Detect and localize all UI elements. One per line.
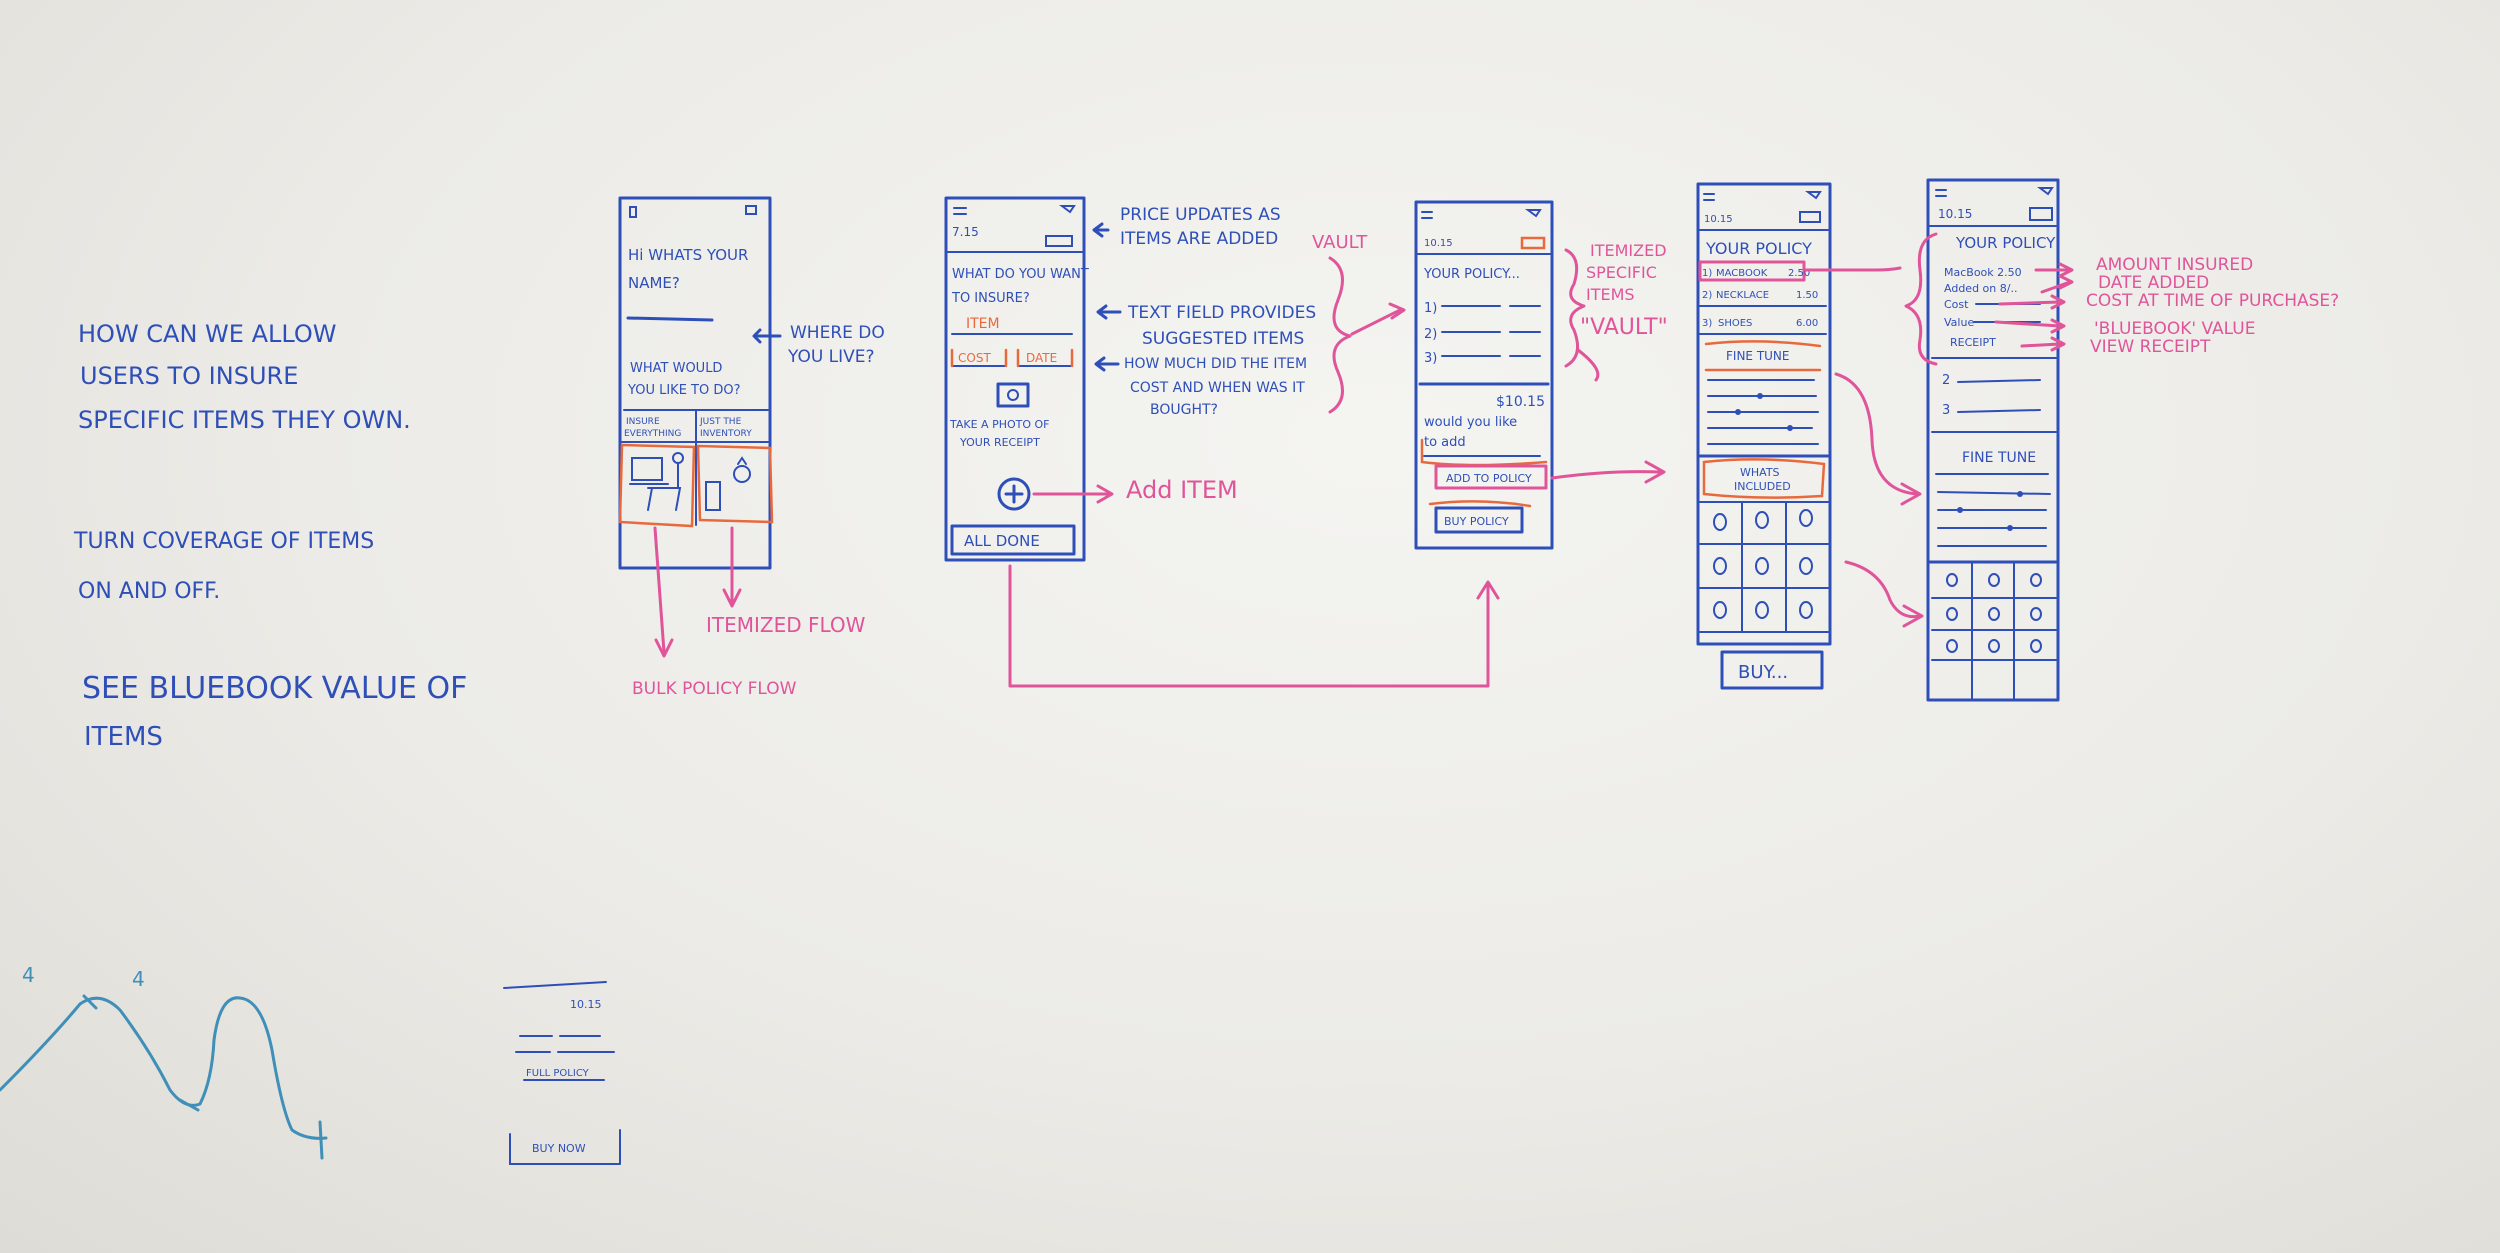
- handwritten-text: ITEMS: [1586, 285, 1635, 304]
- screen-4-sketch: 10.15 YOUR POLICY 1) MACBOOK 2.50 2) NEC…: [1696, 182, 1924, 690]
- handwritten-text: SPECIFIC: [1586, 263, 1657, 282]
- screen-1-sketch: Hi WHATS YOUR NAME? WHAT WOULD YOU LIKE …: [618, 196, 885, 699]
- handwritten-text: 2): [1702, 290, 1712, 301]
- screen4-buy-button: BUY...: [1738, 662, 1788, 683]
- handwritten-text: USERS TO INSURE: [80, 362, 298, 390]
- screen2-question: WHAT DO YOU WANT: [952, 267, 1089, 282]
- screen2-price: 7.15: [952, 225, 979, 239]
- screen3-price: 10.15: [1424, 238, 1453, 249]
- handwritten-text: NAME?: [628, 274, 680, 292]
- handwritten-text: SEE BLUEBOOK VALUE OF: [82, 671, 467, 706]
- annotation-price-updates: PRICE UPDATES AS: [1120, 205, 1281, 225]
- annotation-cost-at-purchase: COST AT TIME OF PURCHASE?: [2086, 291, 2339, 311]
- screen2-item-field: ITEM: [966, 316, 1000, 332]
- handwritten-text: 2.50: [1788, 268, 1810, 279]
- annotation-view-receipt: VIEW RECEIPT: [2090, 337, 2211, 357]
- mini-price: 10.15: [570, 998, 602, 1011]
- handwritten-text: 2): [1424, 327, 1437, 342]
- handwritten-text: 3): [1424, 351, 1437, 366]
- handwritten-text: 3): [1702, 318, 1712, 329]
- handwritten-text: to add: [1424, 435, 1466, 450]
- mini-full-policy: FULL POLICY: [526, 1068, 590, 1079]
- screen-5-sketch: 10.15 YOUR POLICY MacBook 2.50 Added on …: [1904, 178, 2339, 702]
- screen-2-sketch: 7.15 WHAT DO YOU WANT TO INSURE? ITEM CO…: [944, 196, 1500, 688]
- screen4-row-shoes: SHOES: [1718, 318, 1752, 329]
- annotation-amount-insured: AMOUNT INSURED: [2096, 255, 2253, 275]
- screen1-greeting: Hi WHATS YOUR: [628, 246, 748, 264]
- screen4-row-necklace: NECKLACE: [1716, 290, 1769, 301]
- handwritten-text: Cost: [1944, 298, 1969, 311]
- screen1-option-inventory: JUST THE: [699, 417, 742, 427]
- screen3-title: YOUR POLICY...: [1423, 267, 1520, 282]
- mini-buy-now: BUY NOW: [532, 1142, 586, 1155]
- handwritten-text: ITEMS: [84, 722, 163, 752]
- screen5-title: YOUR POLICY: [1955, 234, 2056, 252]
- screen2-all-done-button: ALL DONE: [964, 532, 1040, 550]
- screen4-price: 10.15: [1704, 214, 1733, 225]
- handwritten-text: SPECIFIC ITEMS THEY OWN.: [78, 406, 411, 434]
- mini-screen-sketch: 10.15 FULL POLICY BUY NOW: [503, 981, 621, 1165]
- handwritten-text: ON AND OFF.: [78, 579, 220, 604]
- annotation-where-do-you-live: WHERE DO: [790, 323, 885, 343]
- annotation-itemized-specific: ITEMIZED: [1590, 241, 1667, 260]
- handwritten-text: Added on 8/..: [1944, 282, 2017, 295]
- handwritten-text: INVENTORY: [700, 429, 752, 439]
- question-bluebook: SEE BLUEBOOK VALUE OF ITEMS: [82, 671, 467, 752]
- handwritten-text: 2: [1942, 373, 1950, 388]
- screen2-date-field: DATE: [1026, 351, 1057, 365]
- screen3-buy-policy-button: BUY POLICY: [1444, 515, 1509, 528]
- question-insure-items: HOW CAN WE ALLOW USERS TO INSURE SPECIFI…: [78, 320, 411, 434]
- label-add-item: Add ITEM: [1126, 476, 1238, 504]
- handwritten-text: COST AND WHEN WAS IT: [1130, 380, 1305, 396]
- handwritten-text: INCLUDED: [1734, 480, 1791, 493]
- annotation-bluebook-value: 'BLUEBOOK' VALUE: [2094, 319, 2255, 339]
- handwritten-text: 1): [1424, 301, 1437, 316]
- screen4-whats-included: WHATS: [1740, 466, 1780, 479]
- question-toggle-coverage: TURN COVERAGE OF ITEMS ON AND OFF.: [73, 529, 374, 604]
- handwritten-text: 3: [1942, 403, 1950, 418]
- wave-label-left: 4: [22, 963, 35, 987]
- handwritten-text: YOU LIVE?: [787, 347, 875, 367]
- screen5-fine-tune: FINE TUNE: [1962, 450, 2036, 466]
- screen4-fine-tune: FINE TUNE: [1726, 349, 1790, 363]
- screen4-title: YOUR POLICY: [1705, 239, 1812, 258]
- handwritten-text: 6.00: [1796, 318, 1818, 329]
- wave-label-right: 4: [132, 967, 145, 991]
- annotation-vault: "VAULT": [1580, 315, 1668, 340]
- handwritten-text: Value: [1944, 316, 1974, 329]
- annotation-text-field: TEXT FIELD PROVIDES: [1127, 303, 1316, 323]
- handwritten-text: 1): [1702, 268, 1712, 279]
- handwritten-text: EVERYTHING: [624, 429, 681, 439]
- handwritten-text: BOUGHT?: [1150, 402, 1218, 418]
- wave-sketch: 4 4: [0, 963, 328, 1160]
- handwritten-text: 1.50: [1796, 290, 1818, 301]
- handwritten-text: TURN COVERAGE OF ITEMS: [73, 529, 374, 554]
- screen3-total: $10.15: [1496, 394, 1545, 410]
- handwritten-text: YOUR RECEIPT: [959, 436, 1040, 449]
- screen3-question: would you like: [1424, 415, 1517, 430]
- screen5-detail-macbook: MacBook 2.50: [1944, 266, 2022, 279]
- label-itemized-flow: ITEMIZED FLOW: [706, 613, 866, 637]
- label-bulk-policy-flow: BULK POLICY FLOW: [632, 679, 797, 699]
- annotation-cost-date: HOW MUCH DID THE ITEM: [1124, 356, 1307, 372]
- screen1-option-insure-everything: INSURE: [626, 417, 660, 427]
- screen3-add-to-policy-button: ADD TO POLICY: [1446, 472, 1532, 485]
- screen5-price: 10.15: [1938, 207, 1972, 221]
- screen1-prompt: WHAT WOULD: [630, 361, 722, 376]
- label-vault: VAULT: [1312, 232, 1368, 253]
- annotation-date-added: DATE ADDED: [2098, 273, 2209, 293]
- handwritten-text: HOW CAN WE ALLOW: [78, 320, 337, 348]
- screen5-detail-receipt: RECEIPT: [1950, 336, 1996, 349]
- screen4-row-macbook: MACBOOK: [1716, 268, 1768, 279]
- handwritten-text: YOU LIKE TO DO?: [627, 383, 741, 398]
- handwritten-text: TO INSURE?: [951, 291, 1030, 306]
- screen2-photo-prompt: TAKE A PHOTO OF: [949, 418, 1050, 431]
- handwritten-text: SUGGESTED ITEMS: [1142, 329, 1304, 349]
- screen-3-sketch: 10.15 YOUR POLICY... 1) 2) 3) $10.15 wou…: [1414, 200, 1668, 550]
- handwritten-text: ITEMS ARE ADDED: [1120, 229, 1278, 249]
- screen2-cost-field: COST: [958, 351, 991, 365]
